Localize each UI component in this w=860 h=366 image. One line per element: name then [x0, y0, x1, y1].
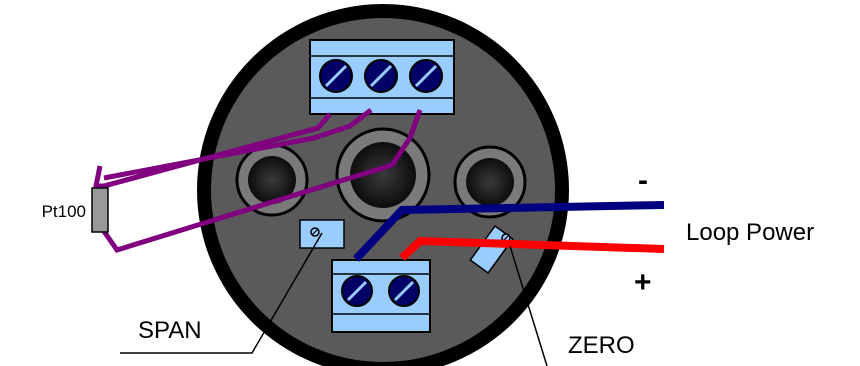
loop-terminal-block — [331, 259, 431, 333]
mounting-hole-right-inner — [466, 158, 514, 206]
sensor-terminal-block — [309, 39, 455, 115]
center-hole-inner — [350, 142, 416, 208]
pt100-sensor — [91, 187, 109, 233]
mounting-holes — [235, 127, 527, 223]
screw-terminal-3 — [409, 59, 443, 93]
zero-label: ZERO — [568, 332, 635, 359]
span-label: SPAN — [138, 317, 202, 344]
plus-sign: + — [634, 266, 652, 299]
pt100-label: Pt100 — [42, 202, 86, 221]
negative-wire — [353, 201, 665, 262]
sensor-wire-1 — [92, 112, 332, 189]
minus-sign: - — [638, 164, 648, 197]
positive-wire — [399, 236, 665, 261]
screw-terminal-plus — [388, 275, 420, 307]
sensor-wire-3 — [100, 109, 423, 253]
zero-leader-line — [509, 245, 548, 366]
screw-terminal-2 — [364, 59, 398, 93]
loop-power-label: Loop Power — [686, 219, 814, 246]
screw-terminal-1 — [319, 59, 353, 93]
sensor-wires — [92, 108, 423, 253]
mounting-hole-left-inner — [248, 156, 296, 204]
sensor-wire-2 — [103, 108, 373, 181]
span-leader-line — [120, 232, 323, 354]
screw-terminal-minus — [341, 275, 373, 307]
